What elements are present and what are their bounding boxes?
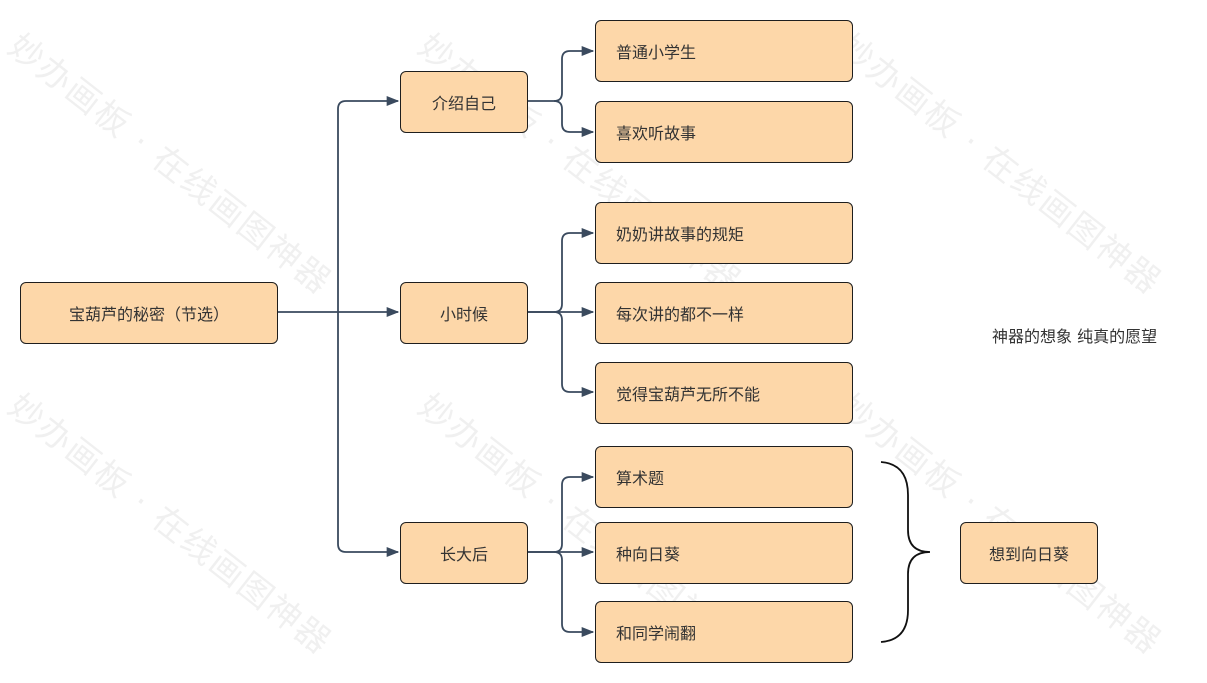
summary-node[interactable]: 想到向日葵 <box>960 522 1098 584</box>
branch-label: 小时候 <box>439 305 488 324</box>
edge <box>553 551 595 638</box>
leaf-node[interactable]: 喜欢听故事 <box>595 101 853 163</box>
leaf-label: 每次讲的都不一样 <box>616 305 745 324</box>
edge-root-intro <box>337 95 400 312</box>
leaf-label: 和同学闹翻 <box>616 624 697 643</box>
branch-label: 介绍自己 <box>431 94 496 113</box>
edge <box>527 471 595 553</box>
leaf-node[interactable]: 算术题 <box>595 446 853 508</box>
root-node[interactable]: 宝葫芦的秘密（节选） <box>20 282 278 344</box>
leaf-label: 觉得宝葫芦无所不能 <box>616 385 761 404</box>
leaf-node[interactable]: 和同学闹翻 <box>595 601 853 663</box>
leaf-label: 喜欢听故事 <box>616 124 697 143</box>
edge <box>553 100 595 138</box>
leaf-node[interactable]: 种向日葵 <box>595 522 853 584</box>
leaf-label: 普通小学生 <box>616 43 697 62</box>
leaf-label: 种向日葵 <box>616 545 681 564</box>
leaf-node[interactable]: 普通小学生 <box>595 20 853 82</box>
floating-note[interactable]: 神器的想象 纯真的愿望 <box>992 327 1158 346</box>
brace-icon <box>880 461 931 643</box>
edge <box>553 311 595 398</box>
leaf-node[interactable]: 觉得宝葫芦无所不能 <box>595 362 853 424</box>
root-label: 宝葫芦的秘密（节选） <box>68 305 229 324</box>
leaf-label: 奶奶讲故事的规矩 <box>616 225 745 244</box>
leaf-node[interactable]: 奶奶讲故事的规矩 <box>595 202 853 264</box>
summary-label: 想到向日葵 <box>988 545 1069 564</box>
branch-label: 长大后 <box>439 545 488 564</box>
leaf-node[interactable]: 每次讲的都不一样 <box>595 282 853 344</box>
edge-root-grown <box>337 312 400 558</box>
branch-childhood[interactable]: 小时候 <box>400 282 528 344</box>
branch-intro[interactable]: 介绍自己 <box>400 71 528 133</box>
leaf-label: 算术题 <box>616 469 665 488</box>
branch-grown-up[interactable]: 长大后 <box>400 522 528 584</box>
edge <box>527 227 595 313</box>
edge <box>527 45 595 102</box>
